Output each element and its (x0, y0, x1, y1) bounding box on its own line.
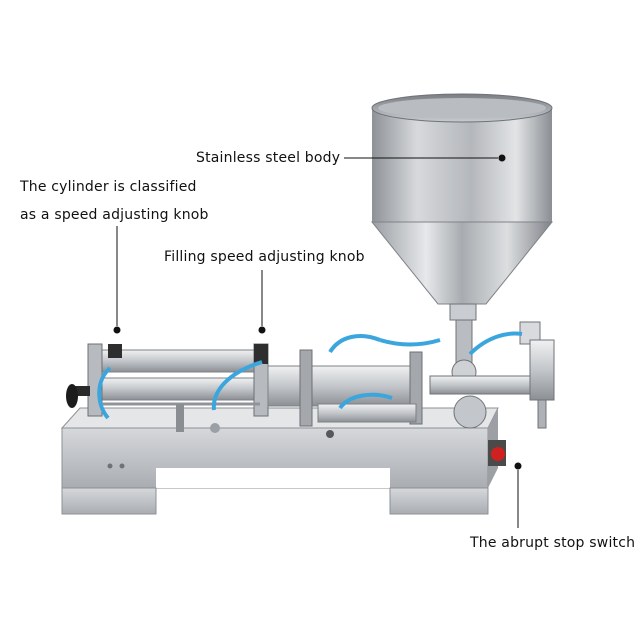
callout-stainless-body: Stainless steel body (196, 150, 341, 166)
hopper (370, 93, 554, 321)
callout-cylinder-line2: as a speed adjusting knob (20, 207, 209, 223)
callout-cylinder-line1: The cylinder is classified (20, 179, 197, 195)
machine-base (60, 407, 499, 515)
piston-block (267, 334, 441, 427)
callout-speed-knob: Filling speed adjusting knob (164, 249, 365, 265)
emergency-stop-button (488, 440, 506, 466)
valve-assembly (429, 319, 555, 429)
callout-stop-switch: The abrupt stop switch (470, 535, 636, 551)
handwheel-knob (66, 384, 90, 408)
callout-lines (113, 154, 522, 528)
speed-valves (97, 344, 268, 420)
